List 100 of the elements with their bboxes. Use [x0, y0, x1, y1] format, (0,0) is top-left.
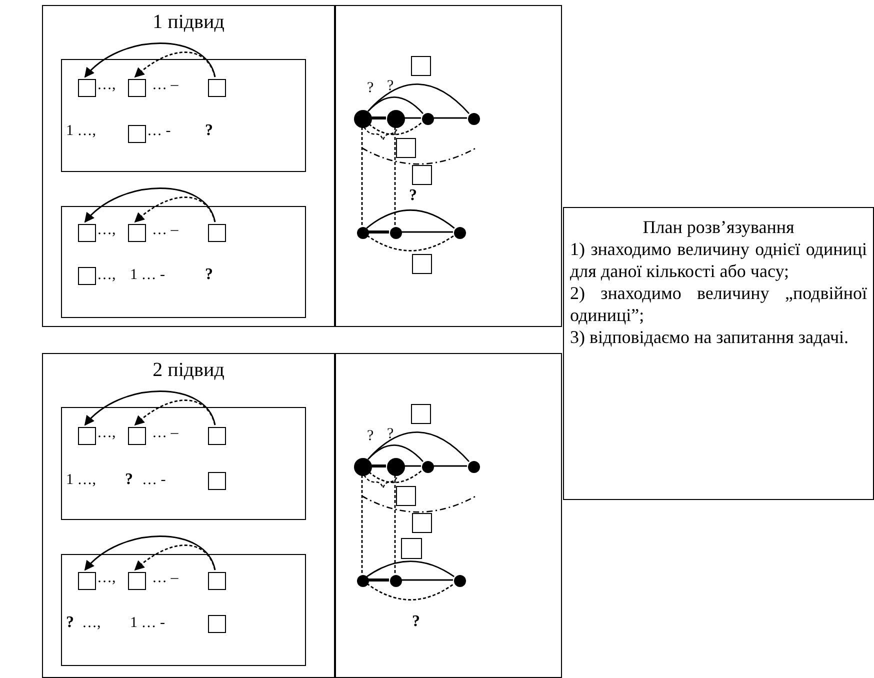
blank-square [128, 125, 146, 143]
formula-text: …, [97, 76, 116, 94]
line [368, 121, 423, 136]
formula-text: … - [142, 471, 166, 489]
formula-text: … – [152, 76, 178, 94]
point-dot [387, 110, 405, 128]
formula-text: 1 … - [130, 614, 165, 632]
table-cell [335, 5, 562, 327]
point-dot [354, 110, 372, 128]
blank-square [78, 427, 96, 445]
blank-square [412, 165, 432, 185]
line [368, 444, 424, 462]
point-dot [422, 461, 434, 473]
plan-box [563, 207, 874, 500]
blank-square [128, 572, 146, 590]
question-mark: ? [205, 122, 213, 140]
line [404, 465, 421, 467]
question-mark: ? [387, 77, 394, 95]
question-mark: ? [205, 266, 213, 284]
line [361, 127, 363, 226]
line [361, 475, 363, 574]
line [366, 560, 454, 578]
point-dot [387, 458, 405, 476]
blank-square [412, 513, 432, 533]
blank-square [396, 138, 416, 158]
question-mark: ? [387, 425, 394, 443]
formula-text: … – [152, 569, 178, 587]
line [368, 230, 389, 234]
line [368, 96, 424, 114]
blank-square [78, 267, 96, 285]
line [394, 475, 396, 574]
formula-text: …, [97, 569, 116, 587]
blank-square [128, 79, 146, 97]
table-cell [42, 353, 335, 678]
problem-box [61, 407, 306, 520]
blank-square [411, 56, 431, 76]
formula-text: … – [152, 424, 178, 442]
formula-text: …, [97, 221, 116, 239]
blank-square [128, 224, 146, 242]
blank-square [78, 224, 96, 242]
point-dot [468, 461, 480, 473]
blank-square [78, 572, 96, 590]
line [401, 579, 453, 581]
point-dot [354, 458, 372, 476]
blank-square [412, 254, 432, 274]
arrow [84, 188, 216, 223]
formula-text: 1 … - [130, 266, 165, 284]
point-dot [454, 575, 466, 587]
formula-text: 1 …, [66, 471, 96, 489]
line [366, 583, 455, 600]
point-dot [454, 227, 466, 239]
line [433, 465, 467, 467]
line [371, 116, 386, 120]
table-cell [42, 5, 335, 327]
question-mark: ? [125, 471, 133, 489]
arrow [134, 400, 216, 426]
line [368, 469, 423, 484]
blank-square [411, 404, 431, 424]
point-dot [390, 227, 402, 239]
problem-box [61, 554, 306, 666]
table-cell [335, 353, 562, 678]
line [401, 231, 453, 233]
question-mark: ? [367, 79, 374, 97]
arrow [134, 52, 216, 78]
line [433, 117, 467, 119]
question-mark: ? [409, 187, 417, 205]
blank-square [208, 224, 226, 242]
line [394, 127, 396, 226]
blank-square [208, 615, 226, 633]
plan-heading: План розв’язування [642, 216, 796, 238]
arrow [84, 42, 216, 78]
arrow [84, 536, 216, 571]
plan-step: 1) знаходимо величину однієї одиниці для даної кількості або часу; [570, 238, 867, 282]
line [404, 117, 421, 119]
point-dot [468, 113, 480, 125]
blank-square [208, 427, 226, 445]
blank-square [208, 472, 226, 490]
point-dot [357, 227, 369, 239]
point-dot [390, 575, 402, 587]
question-mark: ? [66, 614, 74, 632]
arrow [134, 196, 216, 223]
problem-box [61, 59, 306, 172]
plan-step: 3) відповідаємо на запитання задачі. [570, 326, 867, 348]
line [371, 464, 386, 468]
blank-square [208, 572, 226, 590]
blank-square [78, 79, 96, 97]
panel-heading: 2 підвид [152, 358, 226, 382]
formula-text: …, [82, 614, 101, 632]
line [368, 578, 389, 582]
problem-box [61, 206, 306, 318]
point-dot [357, 575, 369, 587]
arrow [84, 390, 216, 426]
formula-text: … - [147, 122, 171, 140]
line [366, 234, 454, 252]
blank-square [396, 486, 416, 506]
plan-step: 2) знаходимо величину „подвійної одиниці”; [570, 282, 867, 326]
formula-text: …, [97, 424, 116, 442]
question-mark: ? [412, 613, 420, 631]
line [366, 209, 455, 229]
blank-square [208, 79, 226, 97]
